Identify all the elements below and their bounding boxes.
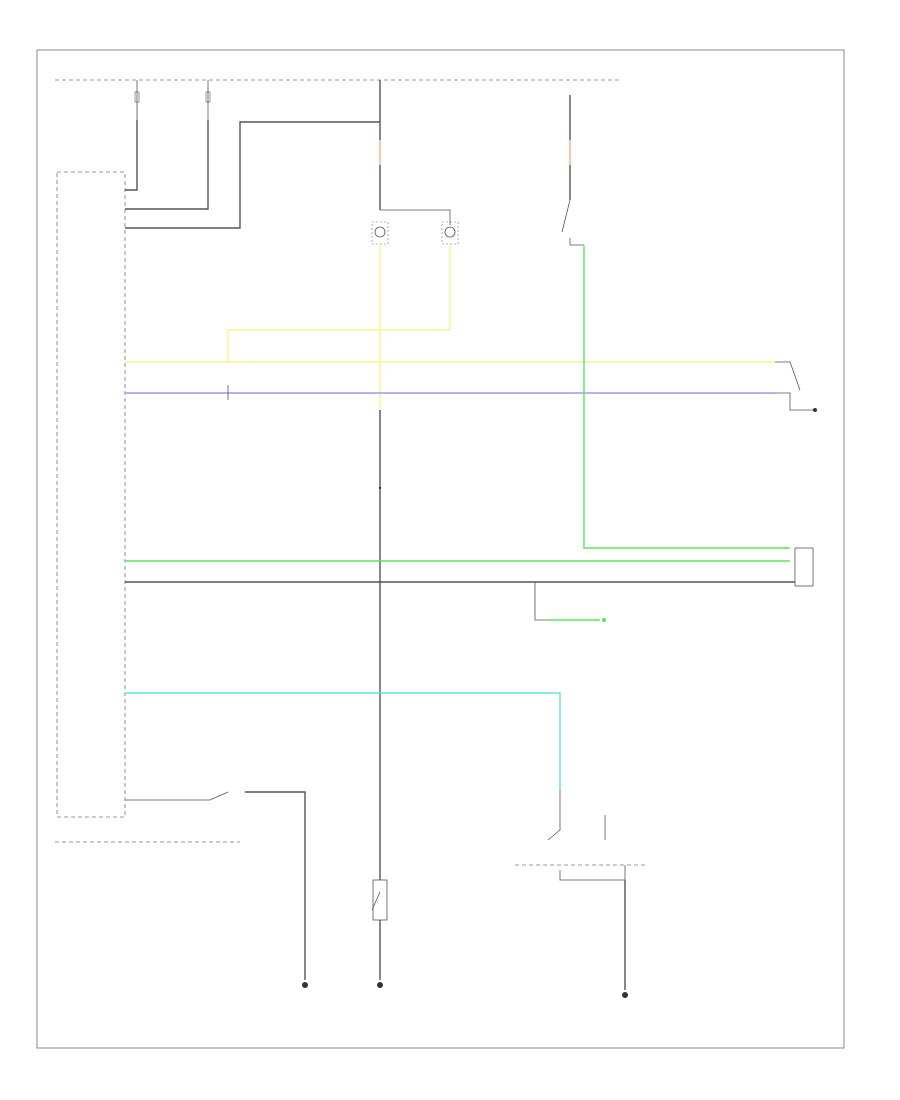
buzzer-unit bbox=[794, 547, 814, 587]
door-lock-switch bbox=[515, 790, 645, 998]
right-switch bbox=[561, 199, 584, 246]
control-module-box bbox=[56, 171, 126, 818]
wire-memory bbox=[125, 121, 380, 229]
fuse-mid-left bbox=[205, 80, 211, 120]
wire-fuse-left bbox=[125, 120, 138, 191]
branch-terminal bbox=[602, 618, 606, 622]
center-connector-node bbox=[378, 486, 382, 490]
fuse-left bbox=[134, 80, 140, 120]
key-switch bbox=[55, 791, 308, 988]
wire-green-switch bbox=[583, 245, 790, 549]
seat-belt-switch bbox=[371, 879, 388, 988]
left-front-door-switch bbox=[775, 361, 817, 412]
indicator-lamp-left bbox=[371, 209, 459, 245]
wire-fuse-mid bbox=[125, 120, 209, 210]
wire-yellow-lamp bbox=[227, 244, 451, 362]
wire-gray-branch bbox=[534, 582, 600, 621]
wire-cyan-door-lock bbox=[125, 692, 561, 790]
diagram-frame bbox=[36, 49, 845, 1049]
